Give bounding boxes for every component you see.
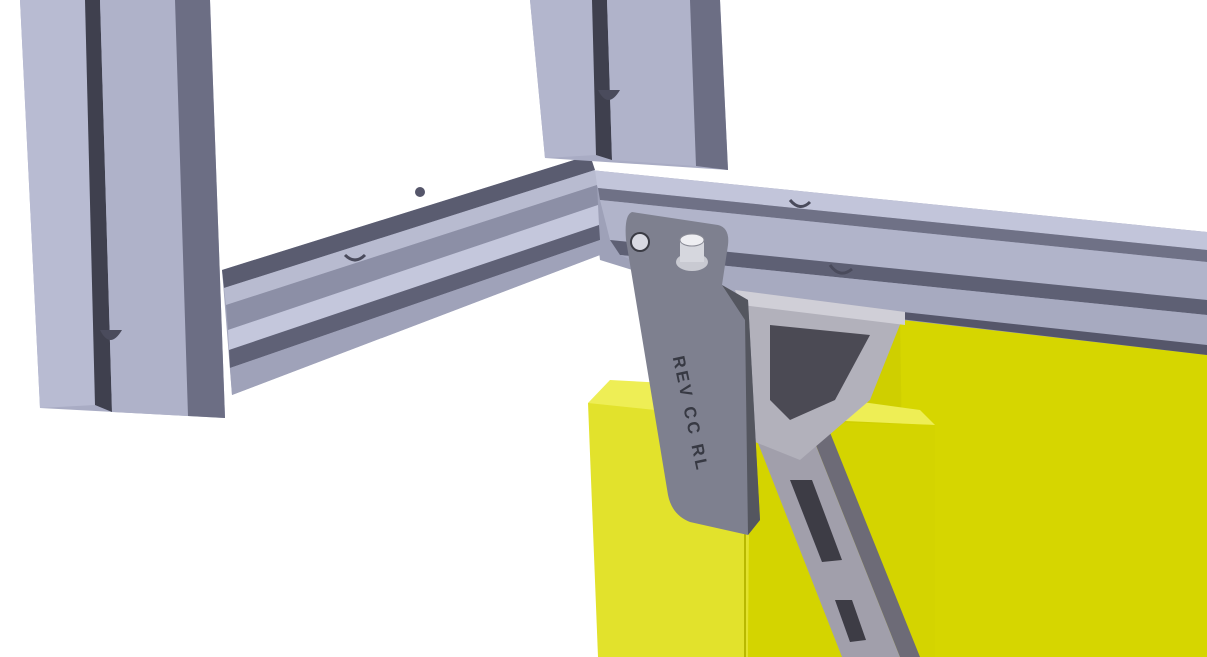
bracket-hole — [630, 232, 650, 252]
strut-slot — [790, 480, 842, 562]
mounting-bracket — [625, 212, 760, 535]
triangle-bracket-cutout — [770, 325, 870, 420]
strut-slot — [835, 600, 866, 642]
